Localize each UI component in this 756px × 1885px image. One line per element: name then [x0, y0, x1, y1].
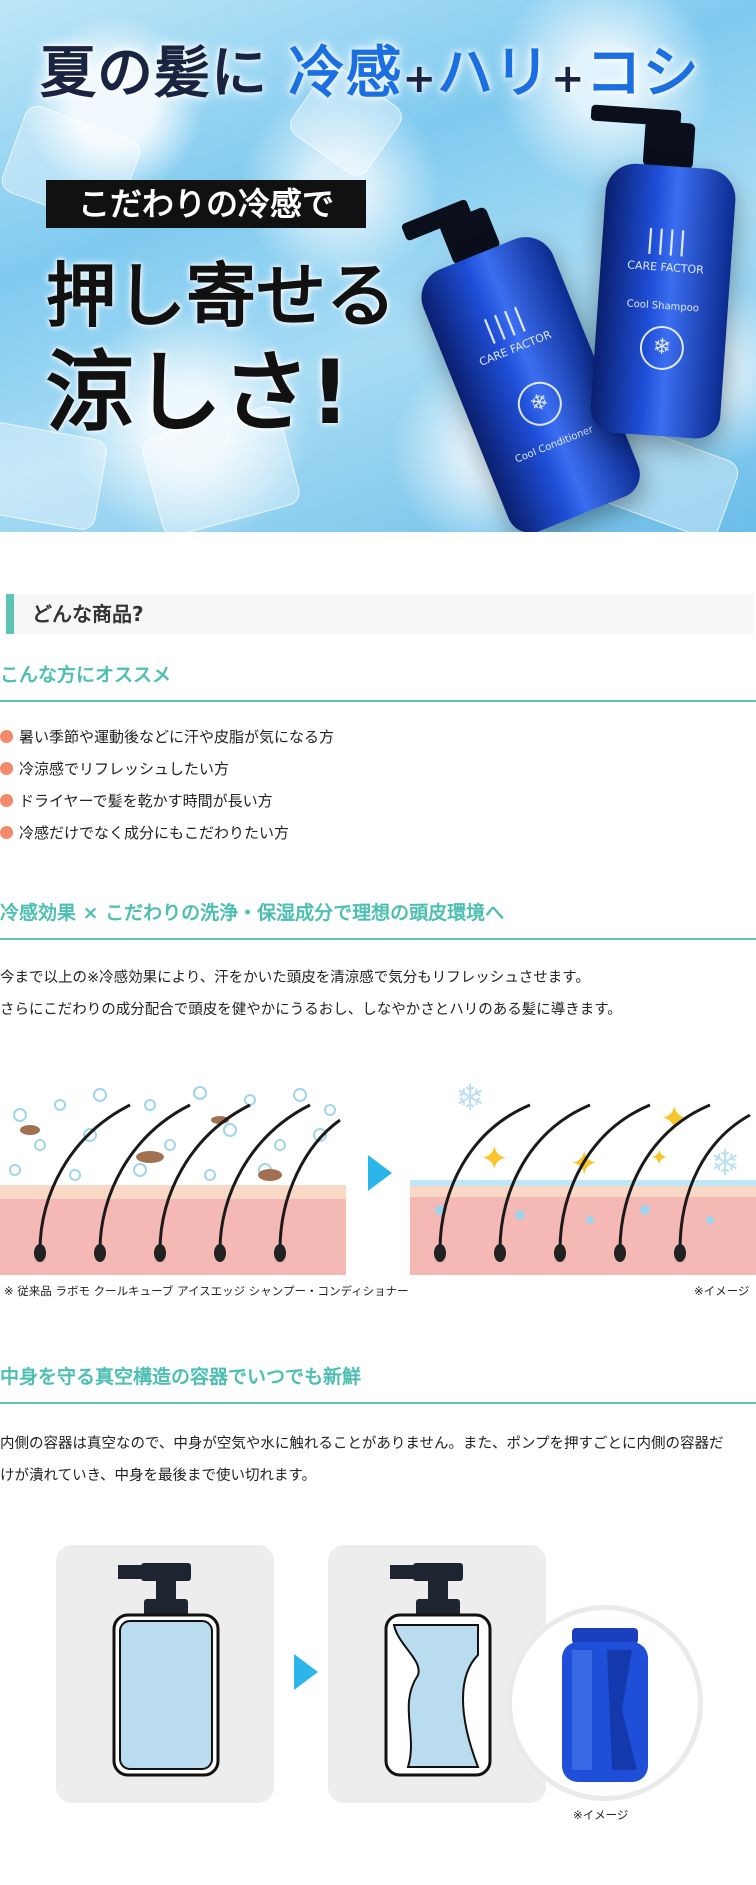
bottle-brand: CARE FACTOR — [626, 258, 705, 277]
arrow-right-icon — [368, 1155, 392, 1191]
arrow-right-icon — [294, 1654, 318, 1690]
svg-text:❄: ❄ — [710, 1143, 740, 1184]
hero-headline: 夏の髪に 冷感+ハリ+コシ — [40, 28, 700, 109]
container-paragraph-2: けが潰れていき、中身を最後まで使い切れます。 — [0, 1468, 317, 1484]
recommend-item: 暑い季節や運動後などに汗や皮脂が気になる方 — [0, 726, 334, 747]
recommend-item: ドライヤーで髪を乾かす時間が長い方 — [0, 790, 273, 811]
hero-tagline-2: 涼しさ! — [46, 341, 351, 444]
scalp-after-illustration: ❄❄ ✦✦✦✦ — [410, 1060, 756, 1275]
shampoo-bottle: |||| CARE FACTOR Cool Shampoo ❄ — [579, 104, 752, 445]
effect-paragraph-1: 今まで以上の※冷感効果により、汗をかいた頭皮を清涼感で気分もリフレッシュさせます… — [0, 970, 590, 986]
effect-title: 冷感効果 × こだわりの洗浄・保湿成分で理想の頭皮環境へ — [0, 902, 505, 924]
container-full-panel — [56, 1545, 274, 1803]
scalp-before-illustration — [0, 1075, 346, 1275]
hero-banner: 夏の髪に 冷感+ハリ+コシ こだわりの冷感で 押し寄せる 涼しさ! |||| C… — [0, 0, 756, 532]
bullet-dot — [0, 794, 13, 807]
bullet-dot — [0, 826, 13, 839]
snowflake-icon: ❄ — [511, 375, 569, 433]
hero-subtitle-banner: こだわりの冷感で — [46, 180, 366, 228]
hero-title-koshi: コシ — [585, 41, 700, 106]
recommend-item: 冷涼感でリフレッシュしたい方 — [0, 758, 229, 779]
container-title: 中身を守る真空構造の容器でいつでも新鮮 — [0, 1366, 362, 1388]
plus-sign: + — [551, 56, 586, 102]
hero-title-cooling: 冷感 — [288, 41, 403, 106]
svg-text:✦: ✦ — [480, 1139, 509, 1179]
effect-paragraph-2: さらにこだわりの成分配合で頭皮を健やかにうるおし、しなやかさとハリのある髪に導き… — [0, 1002, 622, 1018]
bullet-dot — [0, 762, 13, 775]
plus-sign: + — [402, 56, 438, 102]
hero-title-a: 夏の髪に — [40, 41, 268, 106]
bottle-name: Cool Shampoo — [626, 298, 700, 315]
footnote-right: ※イメージ — [694, 1284, 750, 1298]
product-question-header: どんな商品? — [6, 594, 754, 634]
bullet-dot — [0, 730, 13, 743]
product-question-text: どんな商品? — [32, 602, 144, 626]
container-paragraph-1: 内側の容器は真空なので、中身が空気や水に触れることがありません。また、ポンプを押… — [0, 1436, 724, 1452]
accent-bar — [6, 594, 14, 634]
recommend-item: 冷感だけでなく成分にもこだわりたい方 — [0, 822, 289, 843]
container-compressed-panel — [328, 1545, 546, 1803]
section-divider — [0, 1402, 756, 1404]
hero-title-hari: ハリ — [437, 41, 552, 106]
container-footnote: ※イメージ — [573, 1808, 629, 1822]
footnote-left: ※ 従来品 ラボモ クールキューブ アイスエッジ シャンプー・コンディショナー — [4, 1284, 409, 1298]
section-divider — [0, 700, 756, 702]
blue-container-photo — [512, 1610, 698, 1796]
svg-text:❄: ❄ — [455, 1078, 485, 1119]
recommend-title: こんな方にオススメ — [0, 664, 172, 686]
hero-tagline-1: 押し寄せる — [46, 255, 396, 337]
section-divider — [0, 938, 756, 940]
snowflake-icon: ❄ — [638, 324, 686, 372]
svg-text:✦: ✦ — [650, 1146, 668, 1171]
